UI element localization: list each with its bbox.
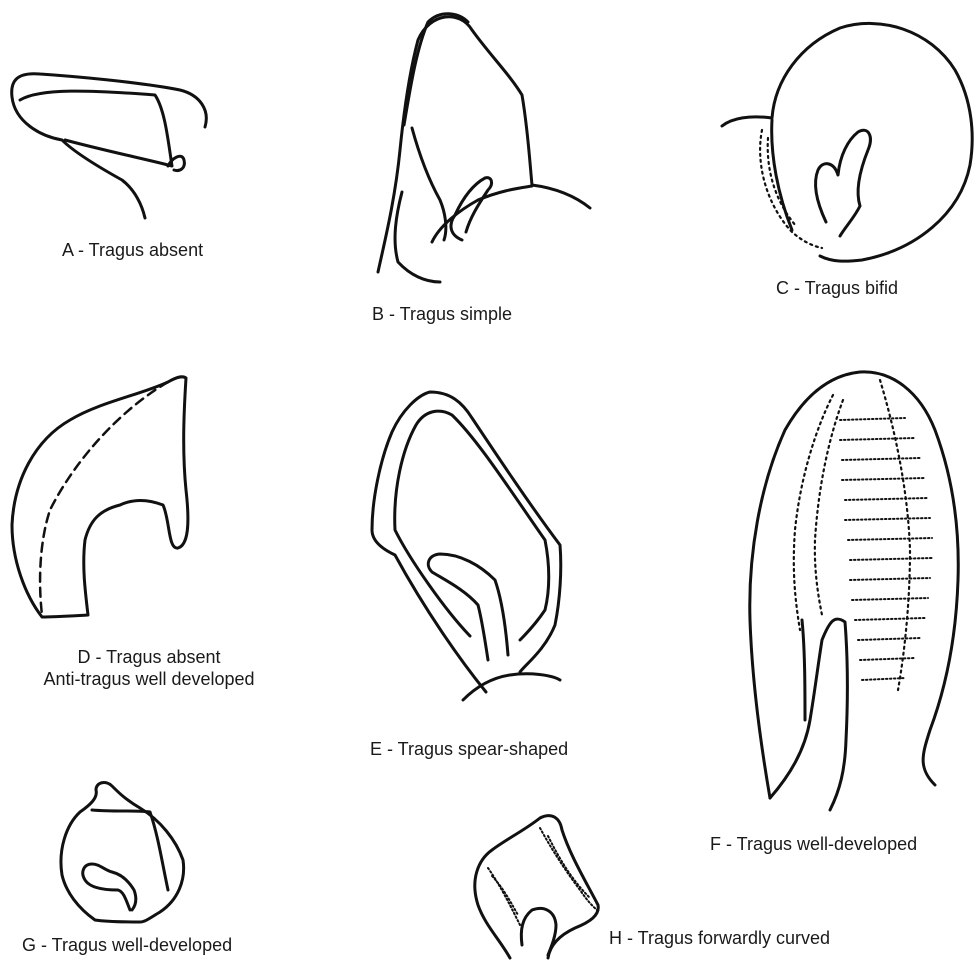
drawing-b-antitragus (432, 186, 532, 242)
drawing-g-tragus-developed (61, 783, 184, 922)
caption-h-line-1: H - Tragus forwardly curved (609, 927, 830, 949)
drawing-b-inner-ridge (412, 128, 446, 240)
caption-g: G - Tragus well-developed (22, 934, 232, 956)
caption-c-line-1: C - Tragus bifid (776, 277, 898, 299)
drawing-b-tragus (451, 178, 492, 240)
drawing-h-stipple-right (540, 828, 600, 912)
drawing-g-tragus (83, 864, 136, 910)
drawing-f-hatching (840, 418, 932, 680)
caption-h: H - Tragus forwardly curved (609, 927, 830, 949)
drawing-a-inner-fold (20, 91, 172, 166)
drawing-e-inner-outline (395, 411, 549, 640)
caption-b: B - Tragus simple (372, 303, 512, 325)
drawing-h-stipple-left (488, 868, 520, 925)
drawing-a-tragus-absent (12, 74, 207, 218)
caption-g-line-1: G - Tragus well-developed (22, 934, 232, 956)
caption-d-line-2: Anti-tragus well developed (20, 668, 278, 690)
caption-a-line-1: A - Tragus absent (62, 239, 203, 261)
drawing-e-tragus-spear (372, 392, 561, 700)
drawing-b-inner-rim (404, 14, 468, 125)
caption-b-line-1: B - Tragus simple (372, 303, 512, 325)
caption-e-line-1: E - Tragus spear-shaped (370, 738, 568, 760)
drawing-f-dotted-left-margin-2 (815, 400, 843, 615)
drawing-f-edge (802, 620, 805, 720)
drawing-d-pinna-outline (12, 377, 188, 617)
drawing-f-inner-fold (770, 619, 847, 810)
drawing-g-pinna-outline (61, 783, 184, 922)
drawing-c-tragus-bifid-shape (816, 130, 871, 236)
drawing-h-tragus-curved (475, 816, 600, 958)
drawing-c-inner-edge (772, 120, 792, 230)
drawing-b-pinna-outline (378, 17, 590, 272)
drawing-c-dotted-margin (760, 130, 822, 248)
drawing-d-dashed-ridge (40, 382, 168, 615)
caption-f: F - Tragus well-developed (710, 833, 917, 855)
caption-d: D - Tragus absent Anti-tragus well devel… (20, 646, 278, 690)
drawing-b-tragus-simple (378, 14, 590, 282)
caption-a: A - Tragus absent (62, 239, 203, 261)
caption-c: C - Tragus bifid (776, 277, 898, 299)
drawing-h-tragus (521, 908, 556, 955)
caption-e: E - Tragus spear-shaped (370, 738, 568, 760)
caption-f-line-1: F - Tragus well-developed (710, 833, 917, 855)
drawing-f-dotted-center (880, 380, 910, 690)
drawing-d-antitragus (12, 377, 188, 617)
drawing-f-dotted-left-margin (794, 395, 833, 630)
drawing-e-lobe (463, 674, 560, 700)
drawing-e-tragus (428, 554, 508, 660)
drawing-f-pinna-outline (750, 372, 958, 798)
drawing-a-outer-outline (12, 74, 207, 218)
caption-d-line-1: D - Tragus absent (20, 646, 278, 668)
drawing-f-tragus-developed (750, 372, 958, 810)
drawing-c-tragus-bifid (722, 23, 972, 261)
